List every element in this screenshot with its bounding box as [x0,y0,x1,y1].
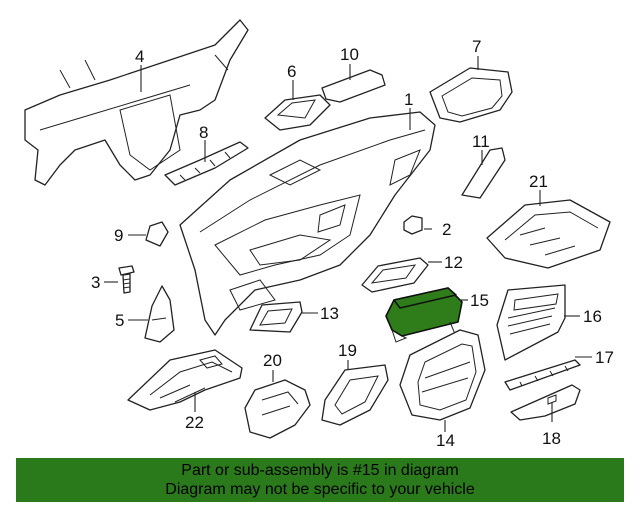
part-20 [244,379,311,439]
part-10 [321,69,386,103]
part-15-highlighted [385,287,463,343]
callout-20: 20 [263,351,282,370]
callout-15: 15 [470,291,489,310]
callout-22: 22 [185,413,204,432]
callout-6: 6 [287,62,296,81]
callout-18: 18 [542,429,561,448]
callout-labels: 4 6 10 7 1 8 11 21 9 2 3 12 5 13 15 16 1… [91,37,614,450]
part-1-instrument-panel [179,111,436,336]
part-8 [164,141,249,186]
part-19 [321,364,389,426]
part-5 [144,285,175,343]
callout-13: 13 [320,304,339,323]
part-21 [486,199,611,269]
part-7 [429,67,513,123]
part-6 [264,94,331,131]
part-4-cross-car-beam [24,19,249,186]
leader-lines [104,56,592,432]
callout-7: 7 [472,37,481,56]
part-22 [127,349,243,411]
callout-1: 1 [404,90,413,109]
part-14 [399,329,486,421]
banner-line-disclaimer: Diagram may not be specific to your vehi… [165,481,475,498]
banner-line-part-number: Part or sub-assembly is #15 in diagram [181,462,459,479]
callout-21: 21 [529,172,548,191]
callout-2: 2 [442,220,451,239]
callout-12: 12 [444,253,463,272]
part-13 [249,301,303,333]
callout-11: 11 [472,132,490,151]
part-3-screw [118,265,135,294]
callout-5: 5 [115,311,124,330]
callout-10: 10 [340,45,359,64]
part-2 [403,215,423,235]
part-16 [496,284,566,361]
callout-3: 3 [91,273,100,292]
parts-diagram: 4 6 10 7 1 8 11 21 9 2 3 12 5 13 15 16 1… [24,19,614,450]
callout-8: 8 [199,123,208,142]
callout-14: 14 [436,431,455,450]
part-9 [145,221,169,247]
part-12 [361,257,429,293]
part-11 [461,147,506,199]
part-17 [504,359,581,391]
callout-9: 9 [114,226,123,245]
callout-16: 16 [583,307,602,326]
callout-4: 4 [135,47,144,66]
part-18 [510,384,581,421]
callout-17: 17 [595,348,614,367]
vehicle-fit-banner: Part or sub-assembly is #15 in diagram D… [16,458,624,502]
callout-19: 19 [338,341,357,360]
